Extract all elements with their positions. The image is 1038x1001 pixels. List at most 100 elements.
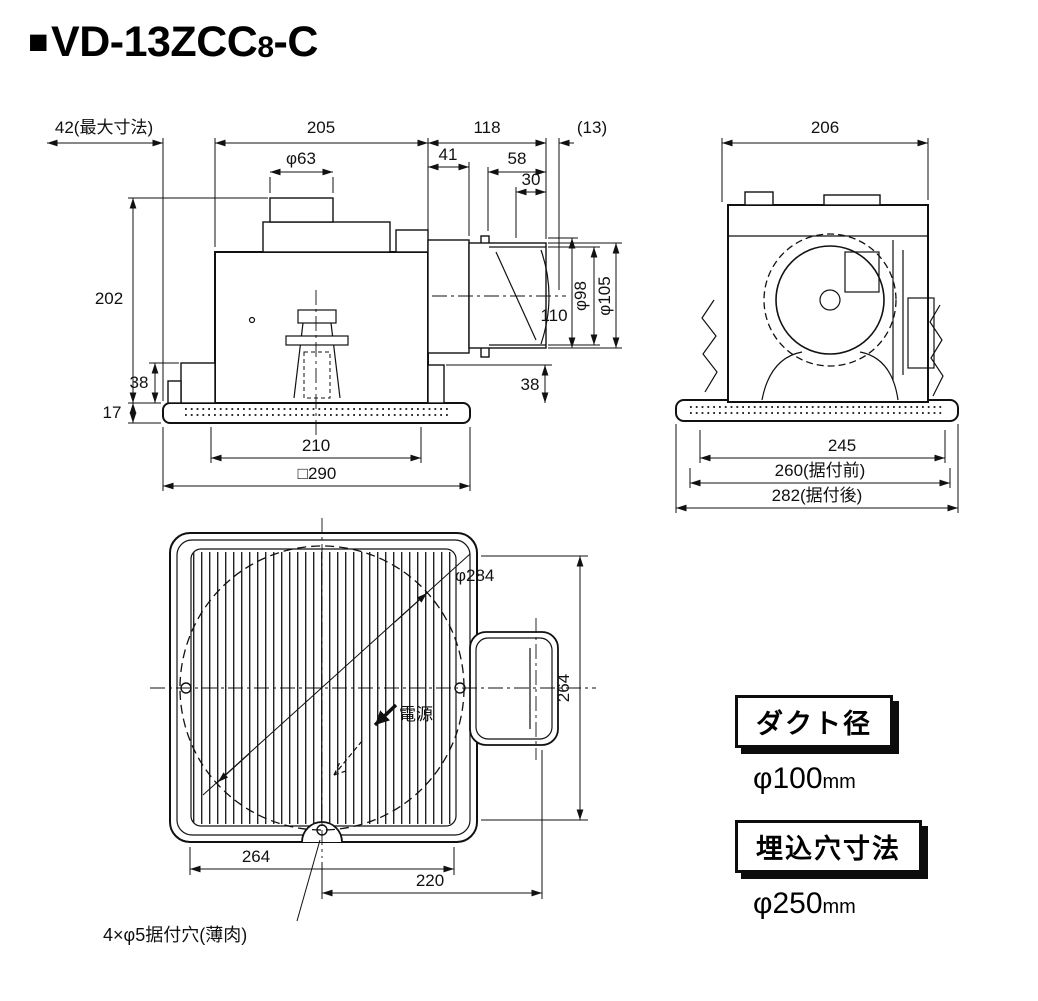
grille-face — [169, 532, 478, 843]
title-model-suffix: -C — [273, 18, 319, 66]
embed-hole-value: φ250mm — [753, 887, 856, 920]
dim-38-left-label: 38 — [130, 373, 149, 392]
duct-diameter-box: ダクト径 — [735, 695, 893, 748]
dim-110-label: 110 — [540, 306, 567, 325]
dim-206-label: 206 — [811, 118, 839, 137]
dim-264-bottom-label: 264 — [242, 847, 270, 866]
duct-outlet — [469, 618, 559, 760]
title-square-bullet: ■ — [28, 23, 49, 61]
dim-260-label: 260(据付前) — [775, 461, 866, 480]
duct-diameter-label: ダクト径 — [756, 709, 872, 739]
dim-phi105: φ105 — [548, 242, 622, 348]
spec-panel: ダクト径 φ100mm 埋込穴寸法 φ250mm — [735, 695, 922, 921]
dim-phi98: φ98 — [548, 246, 600, 346]
dim-41-label: 41 — [439, 145, 458, 164]
dim-290: □290 — [162, 427, 471, 491]
mounting-flange — [162, 402, 471, 424]
dim-42-label: 42(最大寸法) — [55, 118, 153, 137]
mounting-spring-left — [701, 299, 718, 393]
dim-41: 41 — [428, 145, 470, 236]
dim-260: 260(据付前) — [689, 461, 951, 488]
motor-mount — [297, 309, 337, 324]
dim-phi63-label: φ63 — [286, 149, 316, 168]
screw — [248, 316, 256, 324]
front-view: 42(最大寸法) 205 118 (13) — [47, 118, 622, 491]
dim-58-label: 58 — [508, 149, 527, 168]
front-view-body — [162, 197, 566, 436]
dim-118-label: 118 — [473, 118, 500, 137]
mounting-spring-right — [929, 304, 944, 397]
power-arrow-hidden — [333, 740, 363, 776]
dim-205-label: 205 — [307, 118, 335, 137]
left-bracket — [180, 362, 216, 404]
dim-210-label: 210 — [302, 436, 330, 455]
dim-17-label: 17 — [103, 403, 122, 422]
motor-plate — [285, 335, 349, 346]
fan-scroll-hidden — [763, 233, 897, 367]
dim-phi284: φ284 — [202, 553, 494, 796]
right-bracket — [427, 364, 445, 404]
dim-206: 206 — [721, 118, 929, 202]
duct-adapter — [427, 239, 470, 354]
dim-38-right-label: 38 — [521, 375, 540, 394]
top-bump — [823, 194, 881, 206]
mounting-flange — [675, 399, 959, 422]
title-model-sub: 8 — [257, 31, 274, 64]
side-view-body — [675, 191, 959, 422]
dim-282-label: 282(据付後) — [772, 486, 863, 505]
dim-30: 30 — [515, 170, 546, 238]
top-bump — [744, 191, 774, 206]
side-bracket — [907, 297, 935, 369]
dim-118: 118 — [428, 118, 547, 239]
power-label: 電源 — [399, 705, 433, 724]
dim-282: 282(据付後) — [675, 424, 959, 513]
title-model: VD-13ZCC — [51, 18, 258, 66]
left-bracket-step — [167, 380, 182, 404]
bellmouth-left — [761, 351, 803, 401]
front-view-dimensions: 42(最大寸法) 205 118 (13) — [47, 118, 622, 491]
terminal-box — [262, 221, 391, 253]
dim-phi63: φ63 — [269, 149, 334, 193]
duct-pipe — [468, 242, 547, 349]
shutter-bulge — [540, 249, 550, 345]
dim-220: 220 — [321, 750, 543, 899]
dim-38-right: 38 — [446, 364, 552, 403]
dim-13: (13) — [531, 118, 607, 290]
dim-220-label: 220 — [416, 871, 444, 890]
side-view: 206 245 260(据付前) — [675, 118, 959, 513]
duct-inner — [475, 637, 553, 740]
main-housing — [727, 204, 929, 403]
bottom-view: φ284 電源 264 264 — [103, 518, 596, 945]
dim-38-left: 38 — [130, 362, 179, 403]
dim-13-label: (13) — [577, 118, 607, 137]
power-arrow — [373, 703, 398, 727]
bellmouth-right — [859, 351, 899, 401]
dim-202-label: 202 — [95, 289, 123, 308]
power-annotation: 電源 — [333, 703, 433, 776]
connector-box — [395, 229, 429, 253]
fan-inlet-ring — [775, 245, 885, 355]
fan-hub — [819, 289, 841, 311]
dim-phi98-label: φ98 — [571, 281, 590, 311]
dim-58: 58 — [487, 149, 546, 231]
embed-hole-label: 埋込穴寸法 — [756, 834, 901, 864]
dim-42: 42(最大寸法) — [47, 118, 164, 401]
dim-245-label: 245 — [828, 436, 856, 455]
dim-phi284-label: φ284 — [455, 566, 494, 585]
dim-264-right: 264 — [481, 555, 588, 821]
mounting-hole-note: 4×φ5据付穴(薄肉) — [103, 839, 321, 945]
dim-290-label: □290 — [298, 464, 337, 483]
motor — [844, 251, 880, 293]
dim-202: 202 — [95, 197, 268, 404]
dim-phi105-label: φ105 — [595, 276, 614, 315]
main-housing — [214, 251, 429, 404]
dim-30-label: 30 — [522, 170, 541, 189]
duct-outer — [469, 631, 559, 746]
embed-hole-box: 埋込穴寸法 — [735, 820, 922, 873]
dim-17: 17 — [103, 403, 161, 424]
mounting-hole-note-label: 4×φ5据付穴(薄肉) — [103, 925, 247, 945]
knockout-box — [269, 197, 334, 223]
